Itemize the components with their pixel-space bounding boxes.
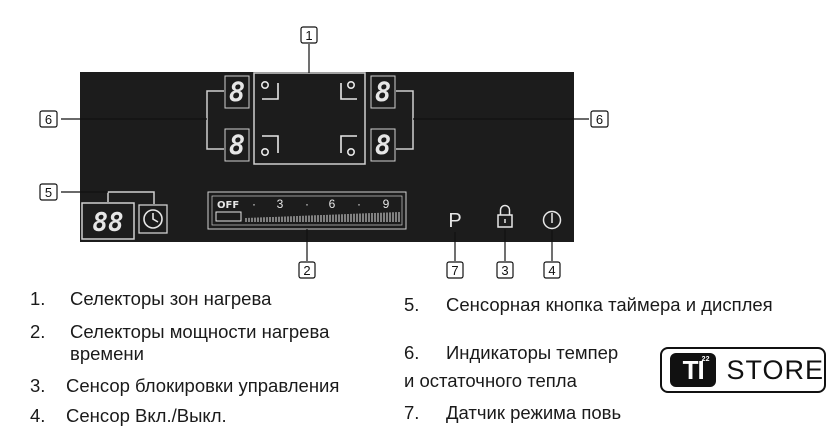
svg-text:7: 7 <box>451 263 458 278</box>
callout-5: 5 <box>39 183 58 201</box>
power-icon[interactable] <box>542 210 562 230</box>
pause-sensor[interactable]: P <box>448 210 461 232</box>
slider-label-6: 6 <box>329 197 336 211</box>
timer-display: 88 <box>92 208 123 238</box>
control-panel <box>80 72 574 242</box>
svg-text:5: 5 <box>45 185 52 200</box>
slider-dot-2: · <box>305 197 309 211</box>
legend-item-3: 3.Сенсор блокировки управления <box>30 375 340 396</box>
svg-text:6: 6 <box>45 112 52 127</box>
callout-6-left: 6 <box>39 110 58 128</box>
clock-icon <box>143 209 163 229</box>
slider-dot-1: · <box>252 197 256 211</box>
callout-6-right: 6 <box>590 110 609 128</box>
callout-2: 2 <box>298 261 316 279</box>
svg-text:6: 6 <box>596 112 603 127</box>
timer-button[interactable] <box>138 204 168 234</box>
timer-display-frame <box>81 202 135 240</box>
slider-label-9: 9 <box>383 197 390 211</box>
svg-text:3: 3 <box>501 263 508 278</box>
slider-label-3: 3 <box>277 197 284 211</box>
timer-bracket <box>107 191 155 204</box>
zone-display-top-right: 8 <box>375 77 391 108</box>
legend-item-6: 6.Индикаторы темпер <box>404 342 619 363</box>
zone-display-top-left: 8 <box>229 77 245 108</box>
slider-label-off: OFF <box>217 200 239 211</box>
legend-item-1: 1.Селекторы зон нагрева <box>30 288 272 309</box>
svg-text:4: 4 <box>548 263 555 278</box>
zone-displays: 8 8 8 8 <box>224 75 396 162</box>
legend-item-2: 2.Селекторы мощности нагрева времени <box>30 321 330 364</box>
zone-corner-markers <box>260 81 357 157</box>
zone-display-bottom-right: 8 <box>375 130 391 161</box>
slider-dot-3: · <box>357 197 361 211</box>
callout-1: 1 <box>300 26 318 44</box>
callout-3: 3 <box>496 261 514 279</box>
slider-ticks <box>245 212 400 222</box>
store-text: STORE <box>726 354 824 385</box>
legend-item-7: 7.Датчик режима повь <box>404 402 622 423</box>
callout-4: 4 <box>543 261 561 279</box>
legend-item-4: 4.Сенсор Вкл./Выкл. <box>30 405 227 426</box>
legend-item-6-cont: и остаточного тепла <box>404 370 577 391</box>
cooktop-panel-diagram: 8 8 8 8 88 OFF · 3 · 6 · 9 P <box>39 26 609 279</box>
display-brackets <box>206 90 414 150</box>
callout-7: 7 <box>446 261 464 279</box>
legend-item-5: 5.Сенсорная кнопка таймера и дисплея <box>404 294 773 315</box>
leader-lines <box>61 44 589 261</box>
svg-text:2: 2 <box>303 263 310 278</box>
svg-text:1: 1 <box>305 28 312 43</box>
lock-icon[interactable] <box>497 204 513 228</box>
zone-display-bottom-left: 8 <box>229 130 245 161</box>
